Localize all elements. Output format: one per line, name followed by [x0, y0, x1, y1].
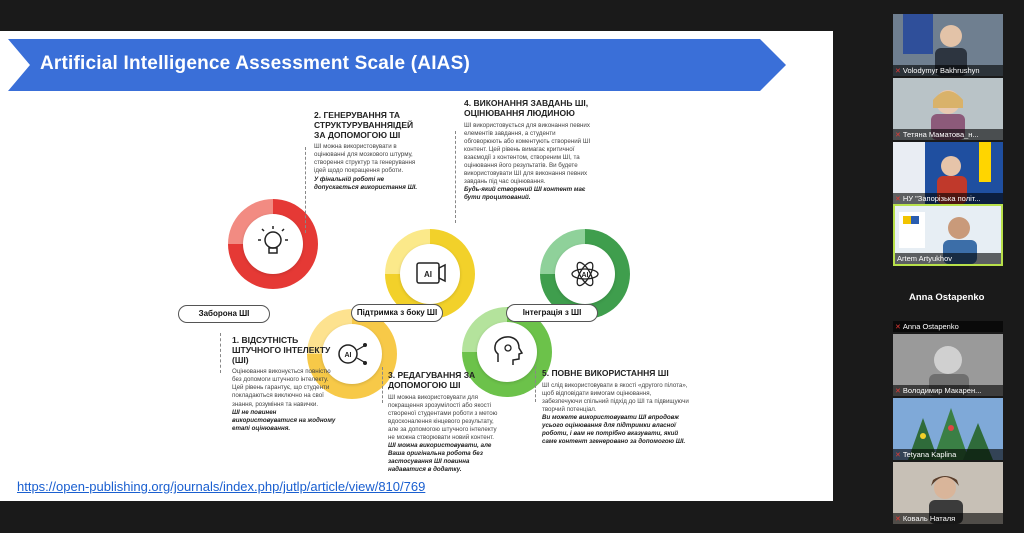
participant-name: НУ "Запорізька політ...	[902, 194, 981, 203]
shared-slide: Artificial Intelligence Assessment Scale…	[0, 31, 833, 501]
participant-display-name: Anna Ostapenko	[909, 292, 985, 303]
level-5-text: 5. ПОВНЕ ВИКОРИСТАННЯ ШІ ШІ слід викорис…	[542, 368, 689, 446]
level-3-text: 3. РЕДАГУВАННЯ ЗА ДОПОМОГОЮ ШІ ШІ можна …	[388, 370, 498, 474]
participant-tile[interactable]: ✕Volodymyr Bakhrushyn	[893, 14, 1003, 76]
connector-line	[455, 131, 456, 223]
slide-title: Artificial Intelligence Assessment Scale…	[40, 53, 471, 74]
mic-muted-icon: ✕	[895, 196, 901, 203]
participant-tile-active[interactable]: Artem Artyukhov	[893, 204, 1003, 266]
ai-atom-icon: AI	[571, 261, 599, 287]
mic-muted-icon: ✕	[895, 132, 901, 139]
mic-muted-icon: ✕	[895, 388, 901, 395]
pill-ban-ai: Заборона ШІ	[178, 305, 270, 323]
mic-muted-icon: ✕	[895, 516, 901, 523]
connector-line	[305, 147, 306, 233]
level-5-ring	[462, 307, 552, 397]
mic-muted-icon: ✕	[895, 68, 901, 75]
connector-line	[382, 367, 383, 403]
participant-name: Коваль Наталя	[902, 514, 956, 523]
mic-muted-icon: ✕	[895, 324, 901, 331]
participant-tile[interactable]: ✕Тетяна Маматова_н...	[893, 78, 1003, 140]
pill-ai-integration: Інтеграція з ШІ	[506, 304, 598, 322]
connector-line	[220, 333, 221, 373]
svg-text:AI: AI	[424, 270, 432, 279]
level-1-ring	[228, 199, 318, 289]
participant-tile[interactable]: ✕Коваль Наталя	[893, 462, 1003, 524]
level-4-text: 4. ВИКОНАННЯ ЗАВДАНЬ ШІ, ОЦІНЮВАННЯ ЛЮДИ…	[464, 98, 591, 202]
slide-title-banner: Artificial Intelligence Assessment Scale…	[8, 39, 786, 91]
source-link[interactable]: https://open-publishing.org/journals/ind…	[17, 479, 426, 494]
participant-tile[interactable]: ✕Володимир Макарен...	[893, 334, 1003, 396]
participant-name: Anna Ostapenko	[902, 322, 959, 331]
level-1-text: 1. ВІДСУТНІСТЬ ШТУЧНОГО ІНТЕЛЕКТУ (ШІ) О…	[232, 335, 336, 432]
participant-tile[interactable]: Anna Ostapenko ✕Anna Ostapenko	[893, 270, 1003, 332]
svg-text:AI: AI	[345, 352, 352, 359]
participant-name: Artem Artyukhov	[897, 254, 953, 263]
participant-name: Tetyana Kaplina	[902, 450, 957, 459]
ai-head-icon	[494, 336, 524, 365]
svg-text:AI: AI	[582, 272, 589, 279]
level-2-text: 2. ГЕНЕРУВАННЯ ТА СТРУКТУРУВАННЯІДЕЙ ЗА …	[314, 110, 418, 191]
connector-line	[535, 366, 536, 402]
ai-video-icon: AI	[416, 262, 446, 284]
participant-tile[interactable]: ✕Tetyana Kaplina	[893, 398, 1003, 460]
mic-muted-icon: ✕	[895, 452, 901, 459]
participant-name: Volodymyr Bakhrushyn	[902, 66, 980, 75]
participant-tile[interactable]: ✕НУ "Запорізька політ...	[893, 142, 1003, 204]
pill-ai-support: Підтримка з боку ШІ	[351, 304, 443, 322]
participant-name: Тетяна Маматова_н...	[902, 130, 979, 139]
lightbulb-icon	[258, 226, 288, 254]
participant-name: Володимир Макарен...	[902, 386, 982, 395]
ai-network-icon: AI	[338, 343, 367, 365]
